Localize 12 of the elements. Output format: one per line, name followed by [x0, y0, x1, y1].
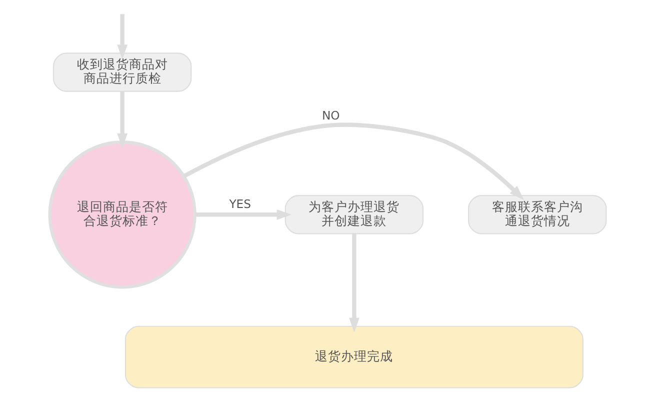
- arrow: [116, 14, 128, 60]
- arrow: [194, 208, 292, 220]
- edge-label: YES: [228, 196, 251, 211]
- arrow: [182, 122, 524, 200]
- node-box: 收到退货商品对商品进行质检: [52, 52, 192, 92]
- arrow: [116, 90, 128, 148]
- arrow: [348, 233, 359, 332]
- node-box: 客服联系客户沟通退货情况: [468, 194, 606, 234]
- node-box: 为客户办理退货并创建退款: [284, 194, 424, 234]
- node-box: 退货办理完成: [124, 325, 583, 388]
- edge-label: NO: [321, 108, 340, 122]
- node-circle: 退回商品是否符合退货标准？: [48, 140, 196, 288]
